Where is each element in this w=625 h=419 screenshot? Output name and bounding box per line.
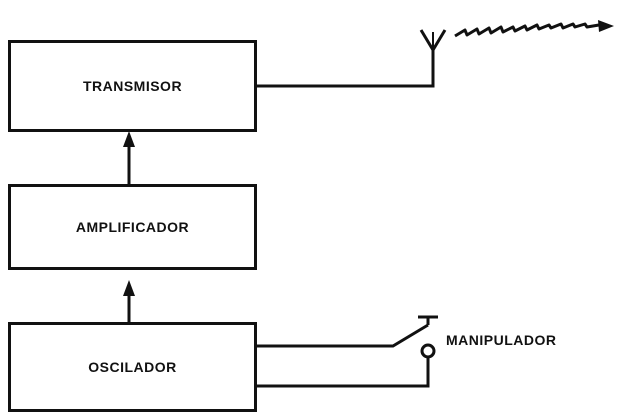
arrow-up-icon — [123, 131, 135, 184]
radio-wave-icon — [454, 20, 614, 38]
antenna-icon — [419, 29, 447, 51]
amplificador-block: AMPLIFICADOR — [8, 184, 257, 270]
oscilador-label: OSCILADOR — [88, 359, 177, 375]
antenna-feed-line — [256, 50, 435, 88]
transmisor-label: TRANSMISOR — [82, 78, 183, 94]
transmisor-block: TRANSMISOR — [8, 40, 257, 132]
manipulador-label: MANIPULADOR — [446, 332, 557, 348]
amplificador-label: AMPLIFICADOR — [75, 219, 190, 235]
oscilador-block: OSCILADOR — [8, 322, 257, 412]
telegraph-key-icon — [256, 315, 438, 388]
arrow-up-icon — [123, 280, 135, 322]
